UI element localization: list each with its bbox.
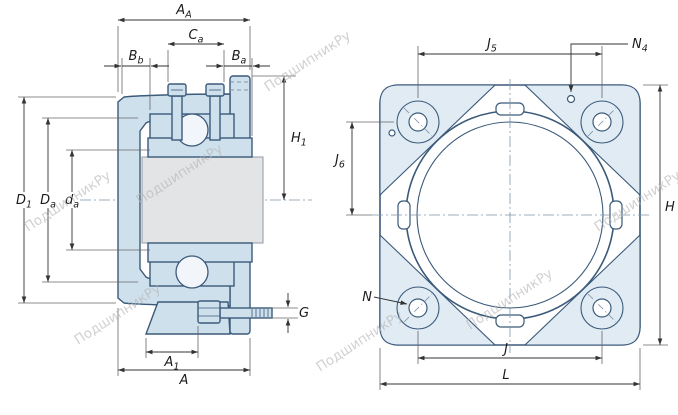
watermark-text: ПодшипникРу [261,28,353,96]
front-view: J5 N4 J6 H N [332,37,675,390]
dim-d1: D1 [16,96,116,304]
dim-bb: Bb [104,49,169,110]
side-view: AA Ca Bb Ba H1 [16,3,312,388]
dim-label-j5: J5 [484,37,497,55]
dim-label-da: Da [40,193,56,211]
dim-label-ba: Ba [232,49,247,67]
dim-n4: N4 [568,37,648,92]
dim-da-shaft: da [65,149,150,251]
dim-label-g: G [299,306,309,321]
dim-aa: AA [117,3,251,92]
dim-a: A [117,308,251,388]
dim-h1: H1 [252,75,307,200]
dim-j: J [417,331,603,364]
dim-label-a1: A1 [164,355,180,373]
hole-centerline-top-right [587,107,617,137]
dim-a1: A1 [145,326,199,373]
dim-ba: Ba [206,49,270,136]
dim-h: H [643,84,675,346]
dim-label-bb: Bb [129,49,144,67]
hole-centerline-bottom-right [587,293,617,323]
dim-da-housing: Da [40,117,138,283]
dim-label-da-small: da [65,193,79,211]
dim-label-l: L [502,368,509,383]
dim-g: G [270,293,309,333]
dim-label-aa: AA [175,3,191,21]
dim-label-j: J [501,342,508,357]
dim-label-n4: N4 [632,37,648,55]
dim-label-h1: H1 [291,131,307,149]
small-hole-n4 [566,94,576,104]
set-screw-shank-left [171,95,183,141]
dim-label-j6: J6 [332,153,345,171]
shaft [141,156,264,244]
dim-label-n: N [362,290,372,305]
dim-ca: Ca [167,28,225,82]
small-hole-top-left [388,129,396,137]
dim-j6: J6 [332,121,394,216]
dim-l: L [379,348,641,390]
dim-label-d1: D1 [16,193,32,211]
set-screw-shank-right [209,95,221,141]
dim-n: N [362,290,408,305]
bearing-ball-bottom [175,255,209,289]
dim-label-ca: Ca [189,28,204,46]
hole-centerline-top-left [403,107,433,137]
dim-label-h: H [665,200,675,215]
watermark-text: ПодшипникРу [21,168,113,236]
bolt-head [197,300,221,324]
hole-centerline-bottom-left [403,293,433,323]
dim-label-a-overall: A [179,373,189,388]
